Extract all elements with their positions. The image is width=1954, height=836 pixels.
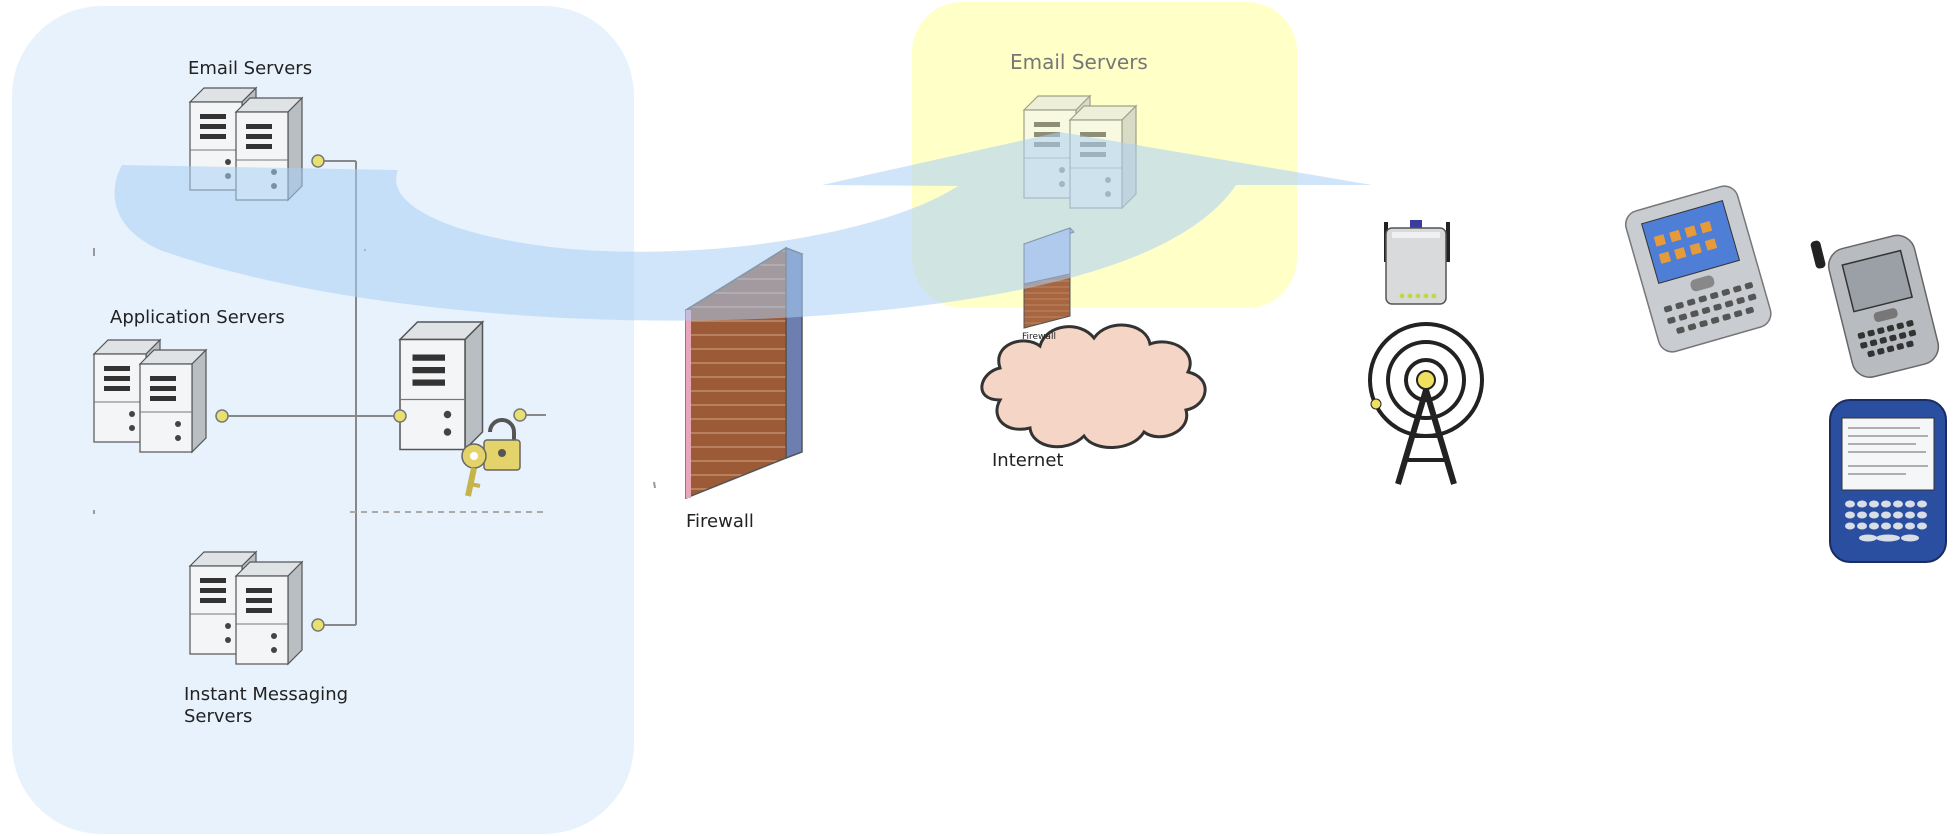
secure-server-icon — [399, 321, 484, 451]
im-servers-label-line2: Servers — [184, 706, 253, 727]
email-servers-left-label: Email Servers — [188, 58, 313, 79]
im-servers — [190, 552, 325, 664]
internet-label: Internet — [992, 450, 1064, 471]
connector-dot — [311, 154, 325, 168]
flip-phone-icon — [1810, 234, 1940, 378]
smartphone-icon — [1624, 185, 1772, 353]
data-flow-arrow — [114, 132, 1373, 321]
cell-tower-icon — [1368, 322, 1484, 485]
application-servers-label: Application Servers — [110, 307, 285, 328]
wireless-router-icon — [1384, 220, 1450, 305]
server-pair-icon — [190, 552, 302, 664]
connector-dot — [215, 409, 229, 423]
server-pair-icon — [94, 340, 206, 452]
connector-dot — [311, 618, 325, 632]
email-servers-right-label: Email Servers — [1010, 50, 1148, 74]
connector-dot — [513, 408, 527, 422]
blackberry-icon — [1829, 399, 1947, 563]
im-servers-label-line1: Instant Messaging — [184, 684, 349, 705]
application-servers — [94, 340, 229, 452]
secure-server — [393, 321, 527, 497]
email-servers-left — [190, 88, 325, 200]
small-firewall-label: Firewall — [1022, 332, 1056, 342]
lock-key-icon — [461, 418, 521, 497]
cloud-icon — [980, 323, 1207, 449]
firewall-label: Firewall — [686, 511, 754, 532]
connector-dot — [393, 409, 407, 423]
